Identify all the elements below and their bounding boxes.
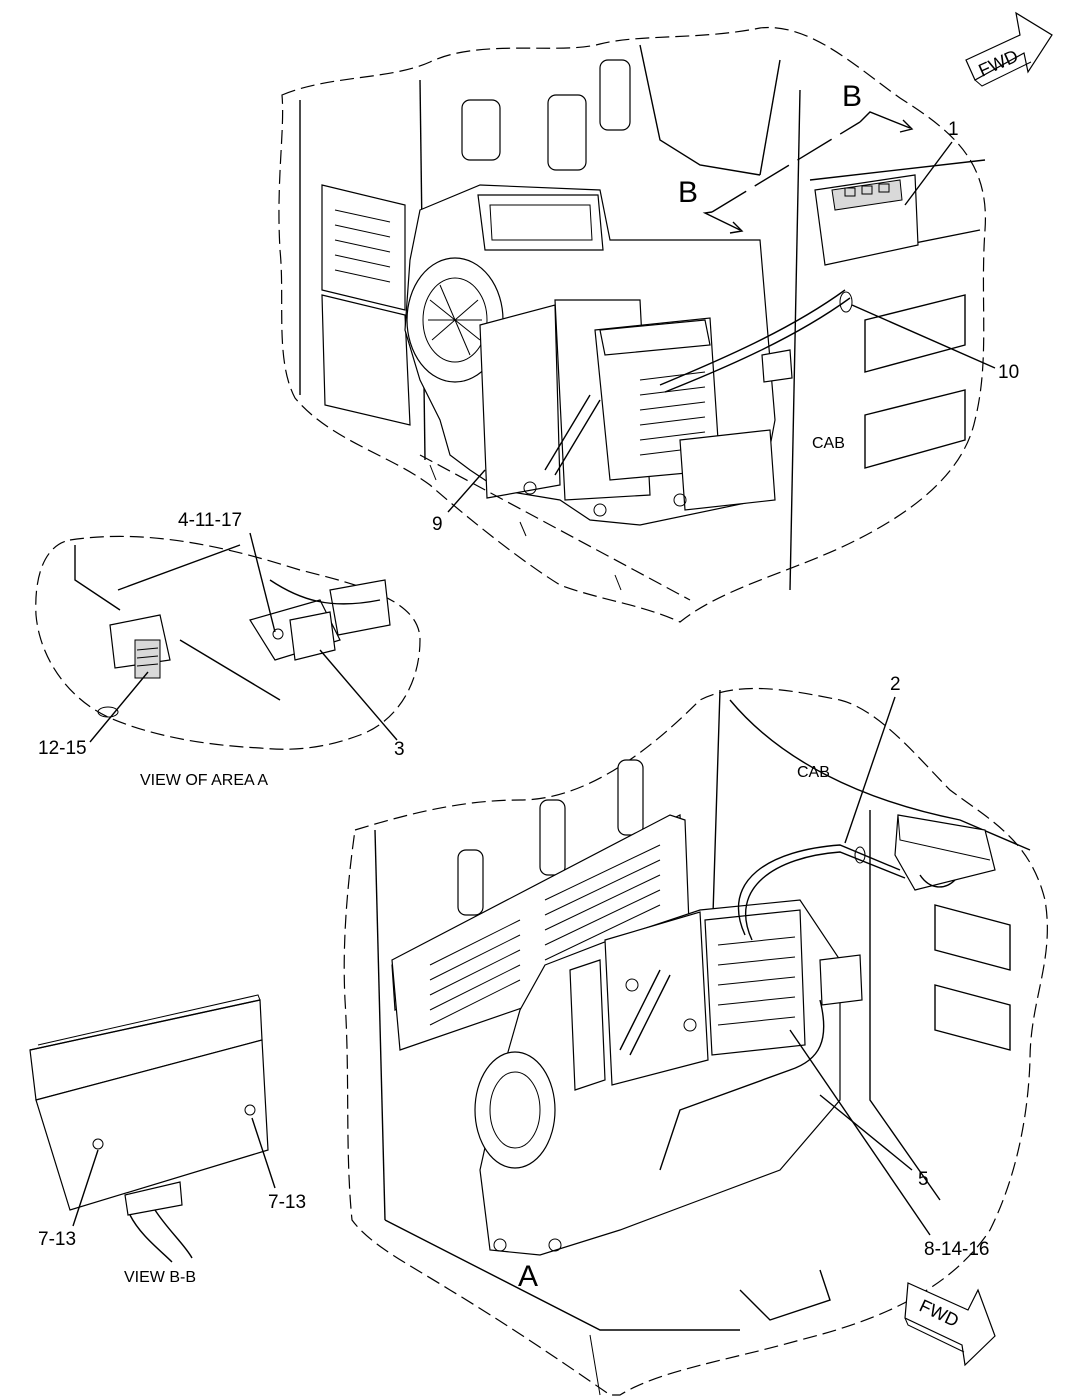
callout-10: 10 [998, 362, 1019, 383]
area-a-callouts: 4-11-17 12-15 3 VIEW OF AREA A [38, 510, 405, 789]
callout-3: 3 [394, 739, 405, 760]
caption-view-of-area-a: VIEW OF AREA A [140, 772, 268, 789]
section-line-b-b: B B [678, 80, 914, 234]
cab-label-bottom: CAB [797, 764, 830, 781]
bottom-view [343, 687, 1048, 1396]
view-b-b [29, 994, 269, 1263]
section-label-b-upper: B [842, 80, 862, 113]
callout-9: 9 [432, 514, 443, 535]
callout-7-13-left: 7-13 [38, 1229, 76, 1250]
callout-12-15: 12-15 [38, 738, 87, 759]
callout-8-14-16: 8-14-16 [924, 1239, 990, 1260]
section-label-b-lower: B [678, 176, 698, 209]
callout-5: 5 [918, 1169, 929, 1190]
top-view [278, 26, 986, 623]
view-b-b-callouts: 7-13 7-13 VIEW B-B [38, 1117, 306, 1286]
fwd-arrow-top: FWD [965, 11, 1053, 87]
view-area-a [35, 535, 421, 750]
fwd-arrow-bottom: FWD [904, 1282, 996, 1367]
cab-label-top: CAB [812, 435, 845, 452]
area-label-a: A [518, 1260, 538, 1293]
bottom-callouts: 2 CAB 5 8-14-16 A [518, 674, 990, 1293]
callout-4-11-17: 4-11-17 [178, 510, 242, 531]
caption-view-b-b: VIEW B-B [124, 1269, 196, 1286]
top-callouts: 1 10 9 CAB [432, 119, 1019, 535]
callout-7-13-right: 7-13 [268, 1192, 306, 1213]
callout-1: 1 [948, 119, 959, 140]
callout-2: 2 [890, 674, 901, 695]
